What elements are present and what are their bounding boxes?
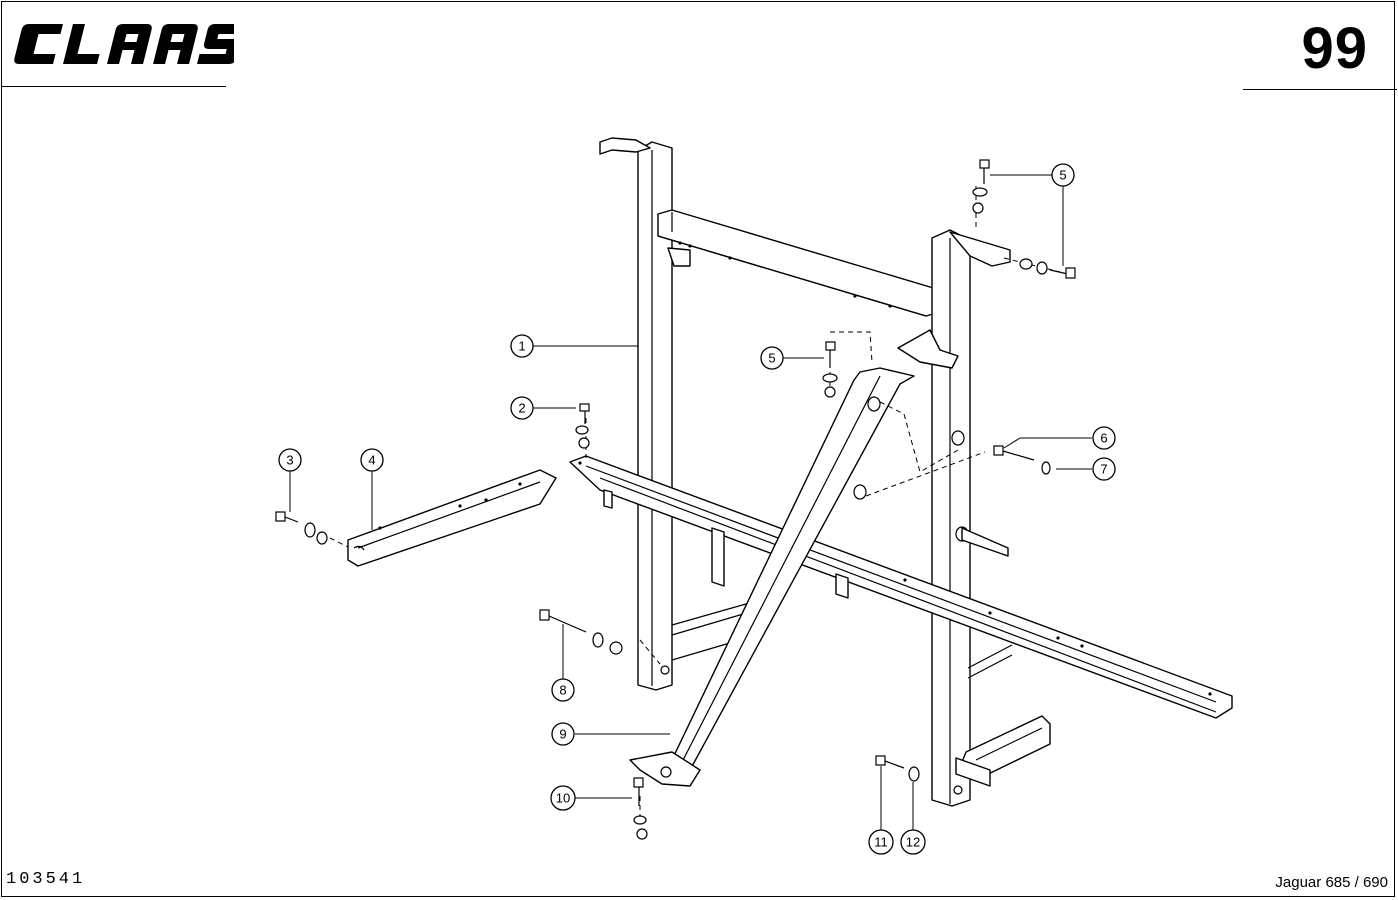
callout-label: 11 xyxy=(874,835,888,850)
callout-3: 3 xyxy=(278,448,302,472)
callout-label: 8 xyxy=(559,683,566,698)
callout-8: 8 xyxy=(551,678,575,702)
callout-11: 11 xyxy=(868,829,894,855)
callout-5-top: 5 xyxy=(1051,163,1075,187)
callout-label: 4 xyxy=(368,453,375,468)
callout-7: 7 xyxy=(1092,457,1116,481)
leader-lines xyxy=(289,174,1092,830)
callout-label: 3 xyxy=(286,453,293,468)
callout-1: 1 xyxy=(510,334,534,358)
model-label: Jaguar 685 / 690 xyxy=(1275,874,1388,891)
left-post xyxy=(599,137,673,691)
hardware xyxy=(275,159,1076,840)
callout-5-middle: 5 xyxy=(760,346,784,370)
upper-cross-member xyxy=(657,209,941,317)
callout-10: 10 xyxy=(550,785,576,811)
page-number: 99 xyxy=(1301,16,1368,81)
diagonal-strut xyxy=(629,367,915,787)
callout-6: 6 xyxy=(1092,426,1116,450)
angle-bracket-part-4 xyxy=(347,469,557,567)
claas-logo xyxy=(12,20,246,73)
callout-label: 2 xyxy=(518,401,525,416)
lower-bracing xyxy=(671,599,1051,787)
callout-9: 9 xyxy=(551,722,575,746)
header-rule-left xyxy=(2,86,226,87)
header-rule-right xyxy=(1243,89,1397,90)
callout-label: 5 xyxy=(1059,168,1066,183)
callout-label: 7 xyxy=(1100,462,1107,477)
callout-label: 5 xyxy=(768,351,775,366)
callout-label: 1 xyxy=(518,339,525,354)
callout-label: 10 xyxy=(556,791,570,806)
callout-label: 6 xyxy=(1100,431,1107,446)
drawing-number: 103541 xyxy=(6,870,86,889)
callout-4: 4 xyxy=(360,448,384,472)
callout-label: 12 xyxy=(906,835,920,850)
callout-2: 2 xyxy=(510,396,534,420)
callout-12: 12 xyxy=(900,829,926,855)
right-post xyxy=(897,229,1011,807)
callout-label: 9 xyxy=(559,727,566,742)
